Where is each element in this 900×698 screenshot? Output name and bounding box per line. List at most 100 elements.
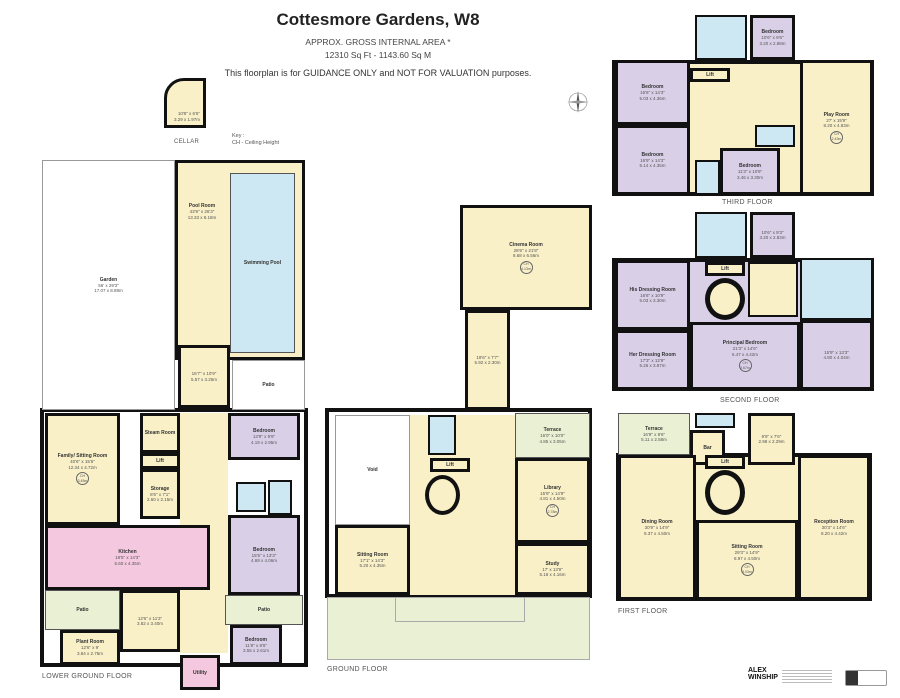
room-name: Utility: [193, 669, 207, 676]
room-dims-imperial: 19'6" x 7'7": [476, 354, 499, 360]
lower-bathroom: [236, 482, 266, 512]
area-value: 12310 Sq Ft - 1143.60 Sq M: [324, 50, 432, 60]
room-dims-imperial: 17'3" x 12'9": [640, 357, 665, 363]
room-name: Bedroom: [761, 29, 784, 35]
room-swimming-pool: Swimming Pool: [230, 173, 295, 353]
room-name: Principal Bedroom: [722, 340, 768, 346]
room-dims-imperial: 56' x 29'3": [98, 282, 119, 288]
room-name: Garden: [99, 276, 118, 283]
room-dims-imperial: 16'6" x 10'9": [640, 292, 665, 298]
room-dims-imperial: 10'6" x 9'3": [761, 229, 784, 235]
room-dims-imperial: 11'3" x 10'9": [737, 169, 763, 174]
front-terrace: [327, 597, 590, 660]
room-dims-metric: 3.20 x 2.83m: [759, 235, 786, 240]
room-dims-imperial: 13'9" x 9'9": [252, 434, 276, 439]
first-wc: [695, 413, 735, 428]
room-dims-metric: 17.07 x 8.89m: [94, 288, 123, 293]
room-name: Lift: [721, 459, 729, 465]
cellar-room: 10'8" x 6'6" 3.29 x 1.97m: [164, 78, 206, 128]
room-dims-imperial: 40'6" x 15'6": [70, 459, 95, 464]
room-steam-room: Steam Room: [140, 413, 180, 453]
room-utility: Utility: [180, 655, 220, 690]
lower-bathroom: [268, 480, 292, 515]
room-room: 12'6" x 11'3"3.82 x 3.40m: [120, 590, 180, 652]
key-ch: CH - Ceiling Height: [232, 140, 280, 146]
room-dims-imperial: 16'9" x 14'3": [640, 157, 665, 163]
room-name: Pool Room: [188, 203, 216, 209]
room-dims-imperial: 16'6" x 14'3": [640, 90, 665, 95]
room-lift: Lift: [705, 262, 745, 276]
disclaimer: This floorplan is for GUIDANCE ONLY and …: [224, 68, 532, 78]
room-name: Reception Room: [814, 519, 854, 525]
third-bathroom: [755, 125, 795, 147]
room-name: Study: [545, 560, 560, 567]
lower-ground-outline: [40, 408, 308, 667]
room-lift: Lift: [140, 453, 180, 469]
room-dims-metric: 3.84 x 2.75m: [76, 650, 103, 656]
room-name: Plant Room: [76, 639, 104, 645]
room-dims-imperial: 18'5" x 14'3": [115, 555, 140, 560]
floor-label-ground: GROUND FLOOR: [327, 666, 388, 673]
room-dims-imperial: 27' x 15'9": [826, 117, 847, 123]
room-dims-imperial: 8'6" x 7'1": [150, 491, 170, 497]
room-name: Patio: [257, 607, 271, 613]
room-name: Patio: [262, 382, 275, 388]
room-dims-imperial: 16'0" x 10'0": [540, 433, 565, 438]
compass-icon: [567, 91, 589, 113]
room-name: Kitchen: [118, 549, 137, 555]
third-bathroom: [695, 160, 720, 195]
room-name: Void: [367, 467, 378, 473]
room-dims-imperial: 30'3" x 14'6": [821, 525, 847, 530]
key-legend: Key : CH - Ceiling Height: [232, 133, 279, 147]
room-lift: Lift: [705, 455, 745, 469]
room-name: His Dressing Room: [629, 286, 676, 293]
ceiling-height-badge: CH 2.78m: [546, 503, 559, 517]
room-patio: Patio: [45, 590, 120, 630]
room-dims-metric: 2.98 x 2.29m: [758, 439, 785, 444]
floor-label-first: FIRST FLOOR: [618, 608, 668, 615]
room-name: Play Room: [823, 111, 850, 118]
second-bathroom: [695, 212, 747, 258]
entrance-steps: [395, 597, 525, 622]
room-dims-metric: 5.57 x 3.25m: [190, 376, 217, 382]
room-dims-imperial: 17' x 13'9": [542, 566, 563, 572]
room-dims-metric: 5.18 x 4.16m: [539, 572, 566, 577]
room-patio: Patio: [232, 360, 305, 410]
room-name: Patio: [76, 607, 89, 613]
ceiling-height-badge: CH 3.03m: [740, 563, 754, 576]
room-dims-metric: 5.03 x 3.30m: [639, 298, 666, 303]
room-patio: Patio: [225, 595, 303, 625]
ceiling-height-badge: CH 4.13m: [519, 260, 533, 274]
room-dims-imperial: 9'9" x 7'6": [761, 433, 782, 439]
room-lift: Lift: [430, 458, 470, 472]
room-dims-metric: 3.29 x 1.97m: [173, 116, 200, 122]
room-dims-imperial: 12'6" x 11'3": [137, 615, 163, 621]
room-void: Void: [335, 415, 410, 525]
ceiling-height-badge: CH 2.67m: [738, 359, 752, 372]
room-dims-metric: 9.20 x 4.42m: [820, 530, 847, 536]
room-dims-imperial: 16'9" x 8'6": [642, 431, 666, 437]
room-dims-metric: 5.20 x 4.35m: [359, 563, 386, 568]
room-dims-metric: 6.47 x 4.42m: [731, 351, 758, 357]
room-dims-metric: 4.80 x 4.04m: [823, 355, 850, 360]
room-dims-metric: 5.60 x 4.35m: [114, 560, 141, 566]
area-label: APPROX. GROSS INTERNAL AREA *: [305, 37, 451, 47]
room-name: Library: [544, 484, 561, 491]
room-dims-metric: 4.69 x 4.06m: [250, 558, 277, 563]
